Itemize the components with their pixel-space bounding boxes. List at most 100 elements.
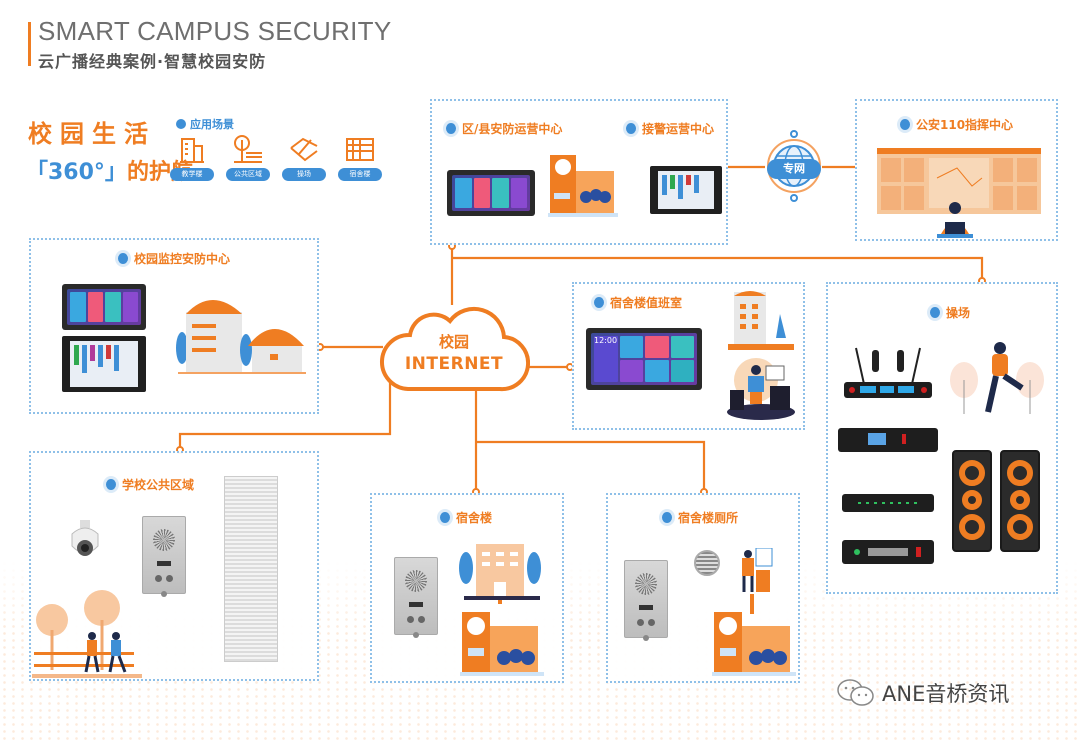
wireless-microphone-receiver	[844, 347, 932, 398]
amp-indicator	[902, 434, 906, 444]
node-title-text: 宿舍楼厕所	[678, 511, 739, 525]
wire-bottom-right	[476, 440, 706, 492]
emergency-intercom-device	[394, 557, 438, 638]
node-title: 宿舍楼厕所	[662, 509, 738, 526]
shield-icon	[440, 512, 450, 523]
node-title: 宿舍楼值班室	[594, 294, 682, 311]
network-switch-device	[842, 494, 934, 512]
duty-staff-illustration	[727, 358, 795, 420]
microphone	[161, 591, 167, 597]
command-dashboard-illustration	[877, 148, 1041, 238]
node-title-text: 公安110指挥中心	[916, 118, 1014, 132]
campus-internet-cloud-icon	[380, 306, 530, 392]
power-led	[854, 549, 860, 555]
power-amplifier-device	[838, 428, 938, 452]
shield-icon	[930, 307, 940, 318]
police-station-illustration	[460, 612, 544, 676]
node-title-text: 接警运营中心	[642, 122, 715, 136]
node-title: 学校公共区域	[106, 476, 194, 493]
park-people-illustration	[32, 590, 142, 678]
device-logo	[157, 561, 171, 566]
node-title: 接警运营中心	[626, 120, 714, 137]
speaker-grill	[405, 570, 427, 592]
column-speaker-right	[1000, 450, 1040, 552]
alarm-button	[166, 575, 174, 582]
public-area-icon	[226, 134, 270, 164]
node-title: 操场	[930, 304, 970, 321]
scene-label: 教学楼	[170, 168, 214, 181]
speaker-grill	[153, 529, 175, 551]
campus-buildings-illustration	[176, 300, 306, 374]
node-title-text: 区/县安防运营中心	[462, 122, 563, 136]
campus-360-heading: 「360°」的护航	[26, 154, 193, 186]
wechat-icon	[837, 679, 874, 706]
shield-icon	[118, 253, 128, 264]
panel-clock: 12:00	[594, 336, 618, 382]
page-title-en: SMART CAMPUS SECURITY	[38, 16, 392, 46]
node-title: 公安110指挥中心	[900, 116, 1013, 133]
control-panel-device: 12:00	[586, 328, 702, 390]
shield-icon	[446, 123, 456, 134]
shield-icon	[106, 479, 116, 490]
scene-label: 公共区域	[226, 168, 270, 181]
wire-top-bus	[452, 256, 984, 280]
node-title: 宿舍楼	[440, 509, 492, 526]
watermark: ANE音桥资讯	[836, 678, 1009, 708]
rack-monitor-device	[650, 166, 722, 214]
page-title-cn: 云广播经典案例·智慧校园安防	[38, 52, 267, 71]
node-title: 区/县安防运营中心	[446, 120, 562, 137]
scene-dormitory: 宿舍楼	[338, 134, 382, 181]
amp-display	[868, 433, 886, 445]
scenes-title: 应用场景	[176, 116, 234, 132]
emergency-intercom-device	[624, 560, 668, 641]
speaker-grill	[635, 573, 657, 595]
alarm-button	[418, 616, 426, 623]
column-speaker-left	[952, 450, 992, 552]
dorm-building-illustration	[728, 291, 794, 350]
amp-indicator	[916, 547, 921, 557]
control-panel-device	[447, 170, 535, 216]
ptz-camera-icon	[71, 520, 99, 556]
police-station-illustration	[712, 612, 796, 676]
police-station-illustration	[548, 155, 618, 217]
amp-panel	[868, 548, 908, 556]
shield-icon	[594, 297, 604, 308]
header-accent-bar	[28, 22, 31, 66]
outdoor-column-speaker	[224, 476, 278, 662]
emergency-intercom-device	[142, 516, 186, 597]
scene-playground: 操场	[282, 134, 326, 181]
playground-icon	[282, 134, 326, 164]
device-logo	[639, 605, 653, 610]
shield-icon	[900, 119, 910, 130]
dormitory-icon	[338, 134, 382, 164]
call-button	[406, 616, 414, 623]
building-icon	[170, 134, 214, 164]
device-logo	[409, 602, 423, 607]
scene-label: 宿舍楼	[338, 168, 382, 181]
microphone	[643, 635, 649, 641]
call-button	[154, 575, 162, 582]
dorm-block-illustration	[459, 544, 541, 604]
node-title-text: 宿舍楼	[456, 511, 493, 525]
campus-life-heading: 校园生活	[28, 120, 156, 148]
scene-label: 操场	[282, 168, 326, 181]
port-leds	[858, 502, 918, 504]
watermark-text: ANE音桥资讯	[882, 682, 1010, 706]
audio-terminal-device	[842, 540, 934, 564]
node-title: 校园监控安防中心	[118, 250, 230, 267]
rack-monitor-device	[62, 336, 146, 392]
hub-label-cn: 校园	[438, 333, 469, 351]
scene-public-area: 公共区域	[226, 134, 270, 181]
node-title-text: 宿舍楼值班室	[610, 296, 683, 310]
scene-teaching-building: 教学楼	[170, 134, 214, 181]
node-title-text: 学校公共区域	[122, 478, 195, 492]
shield-icon	[662, 512, 672, 523]
heading-360: 「360°」	[26, 160, 127, 185]
washroom-user-illustration	[742, 548, 773, 614]
node-title-text: 校园监控安防中心	[134, 252, 231, 266]
shield-icon	[626, 123, 636, 134]
location-icon	[176, 119, 186, 129]
control-panel-device	[62, 284, 146, 330]
call-button	[636, 619, 644, 626]
microphone	[413, 632, 419, 638]
